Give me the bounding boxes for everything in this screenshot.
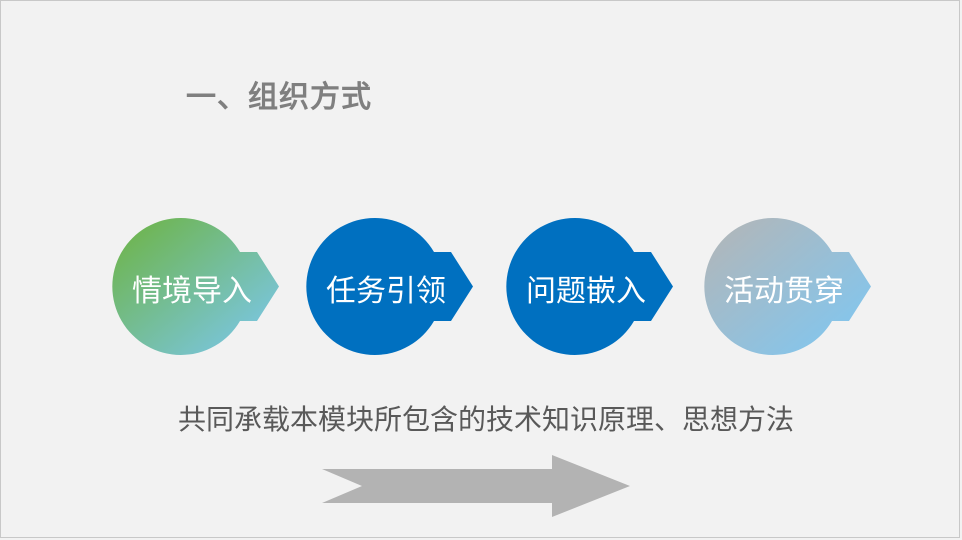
step-task-lead: 任务引领 bbox=[306, 218, 481, 355]
step-4-label: 活动贯穿 bbox=[724, 274, 844, 309]
description-text: 共同承载本模块所包含的技术知识原理、思想方法 bbox=[178, 403, 795, 436]
flow-arrow-icon bbox=[322, 455, 630, 517]
step-situation-intro: 情境导入 bbox=[112, 218, 287, 355]
step-1-label: 情境导入 bbox=[132, 274, 252, 309]
step-4-shape bbox=[704, 218, 871, 355]
step-3-shape bbox=[506, 218, 673, 355]
step-1-shape bbox=[112, 218, 279, 355]
step-problem-embed: 问题嵌入 bbox=[506, 218, 681, 355]
step-3-label: 问题嵌入 bbox=[526, 274, 646, 309]
step-2-label: 任务引领 bbox=[326, 274, 446, 309]
step-activity-through: 活动贯穿 bbox=[704, 218, 879, 355]
slide-title: 一、组织方式 bbox=[186, 80, 372, 115]
step-2-shape bbox=[306, 218, 473, 355]
